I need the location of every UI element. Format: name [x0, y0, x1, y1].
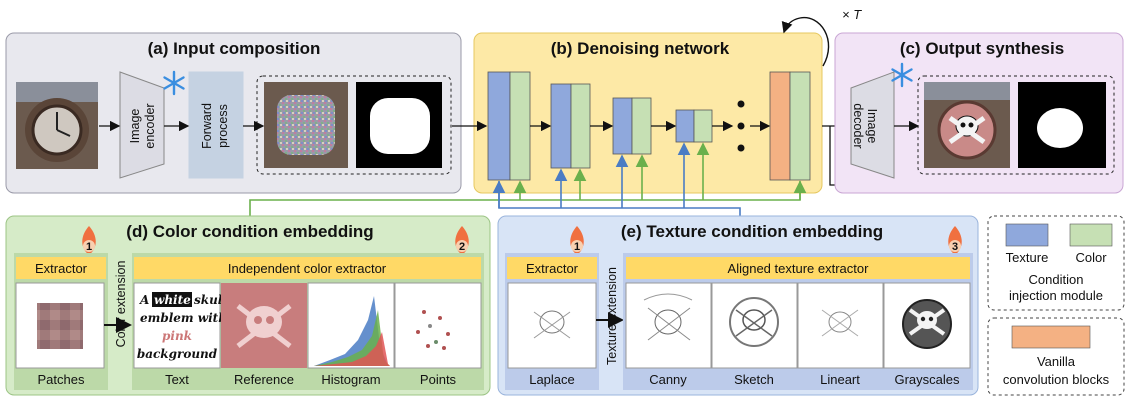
unet-block-1 [487, 71, 531, 181]
input-photo [16, 82, 98, 169]
svg-text:2: 2 [459, 241, 465, 253]
unet-block-3 [612, 97, 652, 155]
forward-label-1: Forward [200, 103, 214, 149]
grayscale-image [883, 282, 971, 369]
text-word: skull [194, 293, 227, 307]
unet-block-4 [675, 109, 713, 143]
lineart-label: Lineart [820, 372, 860, 387]
color-extension-label: Color extension [114, 261, 128, 348]
fire-badge-icon: 1 [82, 226, 96, 255]
legend-vanilla-blocks: Vanilla convolution blocks [987, 317, 1125, 396]
text-word: background [137, 347, 218, 361]
text-word: emblem with [140, 311, 227, 325]
text-word: A [139, 293, 149, 307]
grayscale-label: Grayscales [894, 372, 960, 387]
fire-badge-icon: 1 [570, 226, 584, 255]
texture-extension-label: Texture extension [605, 267, 619, 365]
canny-image [625, 282, 712, 369]
points-image [394, 282, 482, 369]
text-word-white: white [154, 293, 191, 307]
extractor-label: Extractor [35, 261, 88, 276]
color-injection-lines [249, 142, 807, 218]
color-condition-panel: (d) Color condition embedding 1 2 Extrac… [5, 215, 491, 396]
output-synthesis-panel: (c) Output synthesis Image decoder [834, 32, 1124, 194]
svg-text:1: 1 [574, 241, 580, 253]
output-mask [1018, 82, 1106, 168]
legend-color-swatch [1069, 223, 1113, 247]
image-decoder [850, 71, 895, 179]
loop-arrow [781, 16, 830, 67]
latent-container [256, 75, 452, 175]
legend-texture-label: Texture [1006, 250, 1049, 265]
legend-color-label: Color [1075, 250, 1107, 265]
denoising-network-panel: (b) Denoising network [452, 7, 917, 194]
legend-module-label-2: injection module [1009, 288, 1103, 303]
decoder-label-2: decoder [851, 103, 865, 148]
fire-badge-icon: 3 [948, 226, 962, 255]
ellipsis-dot [737, 144, 745, 152]
legend-texture-swatch [1005, 223, 1049, 247]
lineart-image [797, 282, 884, 369]
text-label: Text [165, 372, 189, 387]
texture-condition-title: (e) Texture condition embedding [621, 222, 883, 241]
input-composition-title: (a) Input composition [148, 39, 321, 58]
output-image [924, 82, 1010, 168]
legend-module-label-1: Condition [1029, 272, 1084, 287]
mask-image [356, 82, 442, 168]
svg-text:1: 1 [86, 241, 92, 253]
ellipsis-dot [737, 100, 745, 108]
laplace-image [507, 282, 597, 369]
encoder-label-1: Image [128, 109, 142, 144]
texture-condition-panel: (e) Texture condition embedding 1 3 Extr… [497, 215, 979, 396]
output-title: (c) Output synthesis [900, 39, 1064, 58]
sketch-image [711, 282, 798, 369]
vanilla-conv-block [769, 71, 811, 181]
histogram-image [307, 282, 395, 369]
laplace-label: Laplace [529, 372, 575, 387]
fire-badge-icon: 2 [455, 226, 469, 255]
noisy-latent-image [264, 82, 348, 168]
forward-process [188, 71, 244, 179]
legend-vanilla-label-2: convolution blocks [1003, 372, 1110, 387]
input-composition-panel: (a) Input composition Image encoder Forw… [5, 32, 462, 194]
output-container [917, 75, 1115, 175]
histogram-label: Histogram [321, 372, 380, 387]
denoising-title: (b) Denoising network [551, 39, 730, 58]
text-word-pink: pink [162, 329, 192, 343]
legend-condition-module: Texture Color Condition injection module [987, 215, 1125, 311]
legend-vanilla-label-1: Vanilla [1037, 354, 1076, 369]
legend-vanilla-swatch [1011, 325, 1091, 349]
texture-injection-lines [492, 142, 741, 218]
points-label: Points [420, 372, 457, 387]
sketch-label: Sketch [734, 372, 774, 387]
encoder-label-2: encoder [143, 103, 157, 148]
svg-text:3: 3 [952, 241, 958, 253]
ellipsis-dot [737, 122, 745, 130]
extractor-header [16, 257, 106, 279]
color-condition-title: (d) Color condition embedding [126, 222, 373, 241]
independent-label: Independent color extractor [228, 261, 387, 276]
reference-image [221, 283, 307, 368]
loop-count: × T [842, 7, 862, 22]
patches-label: Patches [38, 372, 85, 387]
decoder-label-1: Image [865, 109, 879, 144]
reference-label: Reference [234, 372, 294, 387]
frozen-snowflake-icon [891, 62, 913, 88]
aligned-label: Aligned texture extractor [728, 261, 870, 276]
unet-block-2 [550, 83, 591, 169]
texture-extractor-label: Extractor [526, 261, 579, 276]
image-encoder [119, 71, 165, 179]
forward-label-2: process [216, 104, 230, 148]
frozen-snowflake-icon [163, 70, 185, 96]
canny-label: Canny [649, 372, 687, 387]
